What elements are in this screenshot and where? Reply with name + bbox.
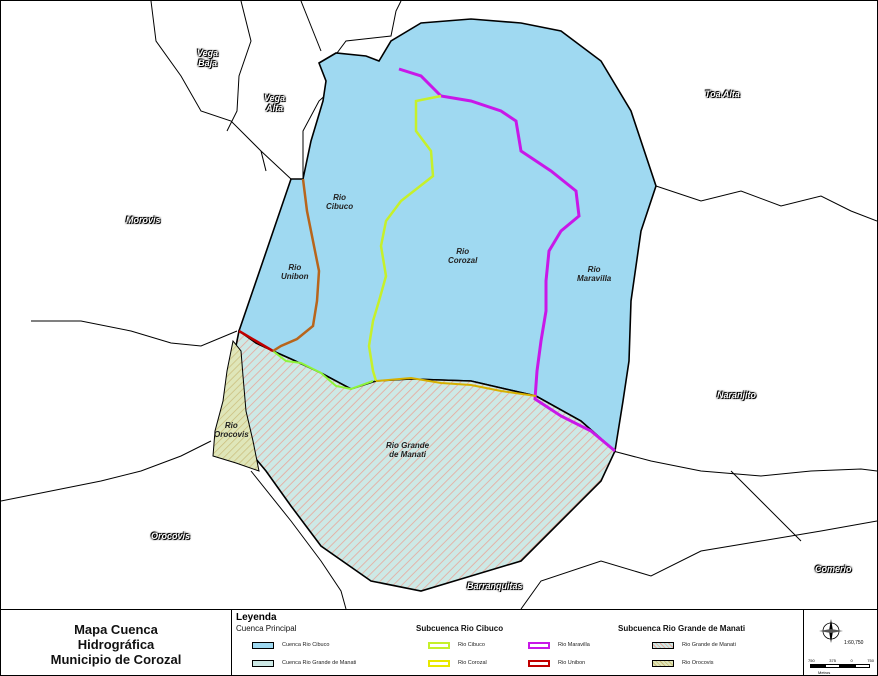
legend: Leyenda Cuenca Principal Subcuenca Rio C… — [232, 610, 802, 675]
basin-label-cibuco: Rio Cibuco — [326, 193, 354, 211]
basin-label-corozal: Rio Corozal — [448, 247, 478, 265]
swatch-cuenca-cibuco — [252, 641, 274, 649]
legend-item-rio-corozal: Rio Corozal — [428, 658, 487, 668]
scale-tick: 0 — [850, 658, 853, 663]
watershed-map — [1, 1, 877, 609]
rio-cibuco-line — [272, 350, 374, 391]
scale-tick: 750 — [867, 658, 874, 663]
legend-item-rio-unibon: Rio Unibon — [528, 658, 585, 668]
scale-ratio: 1:60,750 — [844, 640, 864, 646]
legend-item-rio-maravilla: Rio Maravilla — [528, 640, 590, 650]
label-comerio: Comerio — [815, 564, 852, 574]
legend-label: Cuenca Rio Grande de Manati — [282, 660, 357, 666]
map-title: Mapa Cuenca Hidrográfica Municipio de Co… — [50, 622, 182, 667]
legend-item-cuenca-manati: Cuenca Rio Grande de Manati — [252, 658, 356, 668]
rio-corozal-line — [367, 94, 442, 382]
label-orocovis: Orocovis — [151, 531, 191, 541]
scale-tick: 375 — [829, 658, 836, 663]
north-arrow-icon — [819, 619, 843, 643]
label-barranquitas: Barranquitas — [467, 581, 523, 591]
label-toa-alta: Toa Alta — [705, 89, 740, 99]
title-box: Mapa Cuenca Hidrográfica Municipio de Co… — [1, 610, 232, 675]
basin-label-unibon: Rio Unibon — [281, 263, 309, 281]
legend-heading-principal: Cuenca Principal — [236, 624, 297, 633]
rio-unibon-line — [238, 329, 274, 353]
swatch-rio-orocovis — [652, 659, 674, 667]
legend-label: Rio Orocovis — [682, 660, 714, 666]
label-vega-baja: Vega Baja — [197, 48, 219, 68]
swatch-rio-grande-manati — [652, 641, 674, 649]
legend-title: Leyenda — [236, 612, 277, 623]
legend-label: Rio Unibon — [558, 660, 586, 666]
label-naranjito: Naranjito — [717, 390, 757, 400]
label-morovis: Morovis — [126, 215, 161, 225]
scale-bar — [810, 664, 870, 668]
legend-heading-manati: Subcuenca Rio Grande de Manati — [618, 624, 746, 633]
swatch-rio-unibon — [528, 659, 550, 667]
legend-item-rio-cibuco: Rio Cibuco — [428, 640, 485, 650]
map-footer: Mapa Cuenca Hidrográfica Municipio de Co… — [1, 609, 877, 675]
scale-box: 1:60,750 750 375 0 750 Metros — [803, 610, 877, 675]
swatch-rio-corozal — [428, 659, 450, 667]
legend-item-rio-orocovis: Rio Orocovis — [652, 658, 713, 668]
swatch-cuenca-manati — [252, 659, 274, 667]
legend-label: Rio Corozal — [458, 660, 487, 666]
swatch-rio-maravilla — [528, 641, 550, 649]
swatch-rio-cibuco — [428, 641, 450, 649]
legend-item-rio-grande-manati: Rio Grande de Manati — [652, 640, 736, 650]
legend-label: Rio Maravilla — [558, 642, 590, 648]
legend-label: Rio Grande de Manati — [682, 642, 736, 648]
subcuenca-orocovis-area — [212, 339, 260, 472]
basin-label-maravilla: Rio Maravilla — [577, 265, 612, 283]
basin-label-grande-manati: Rio Grande de Manati — [386, 441, 430, 459]
legend-label: Rio Cibuco — [458, 642, 485, 648]
basin-label-orocovis: Rio Orocovis — [214, 421, 249, 439]
legend-heading-cibuco: Subcuenca Rio Cibuco — [416, 624, 504, 633]
legend-label: Cuenca Rio Cibuco — [282, 642, 330, 648]
scale-ticks: 750 375 0 750 — [808, 658, 874, 663]
label-vega-alta: Vega Alta — [264, 93, 286, 113]
legend-item-cuenca-cibuco: Cuenca Rio Cibuco — [252, 640, 329, 650]
rio-corozal-lower-line — [375, 376, 537, 397]
rio-brown-line — [272, 178, 321, 353]
rio-maravilla-line — [398, 67, 616, 453]
municipal-boundaries — [1, 1, 877, 609]
scale-tick: 750 — [808, 658, 815, 663]
scale-unit: Metros — [818, 670, 831, 675]
